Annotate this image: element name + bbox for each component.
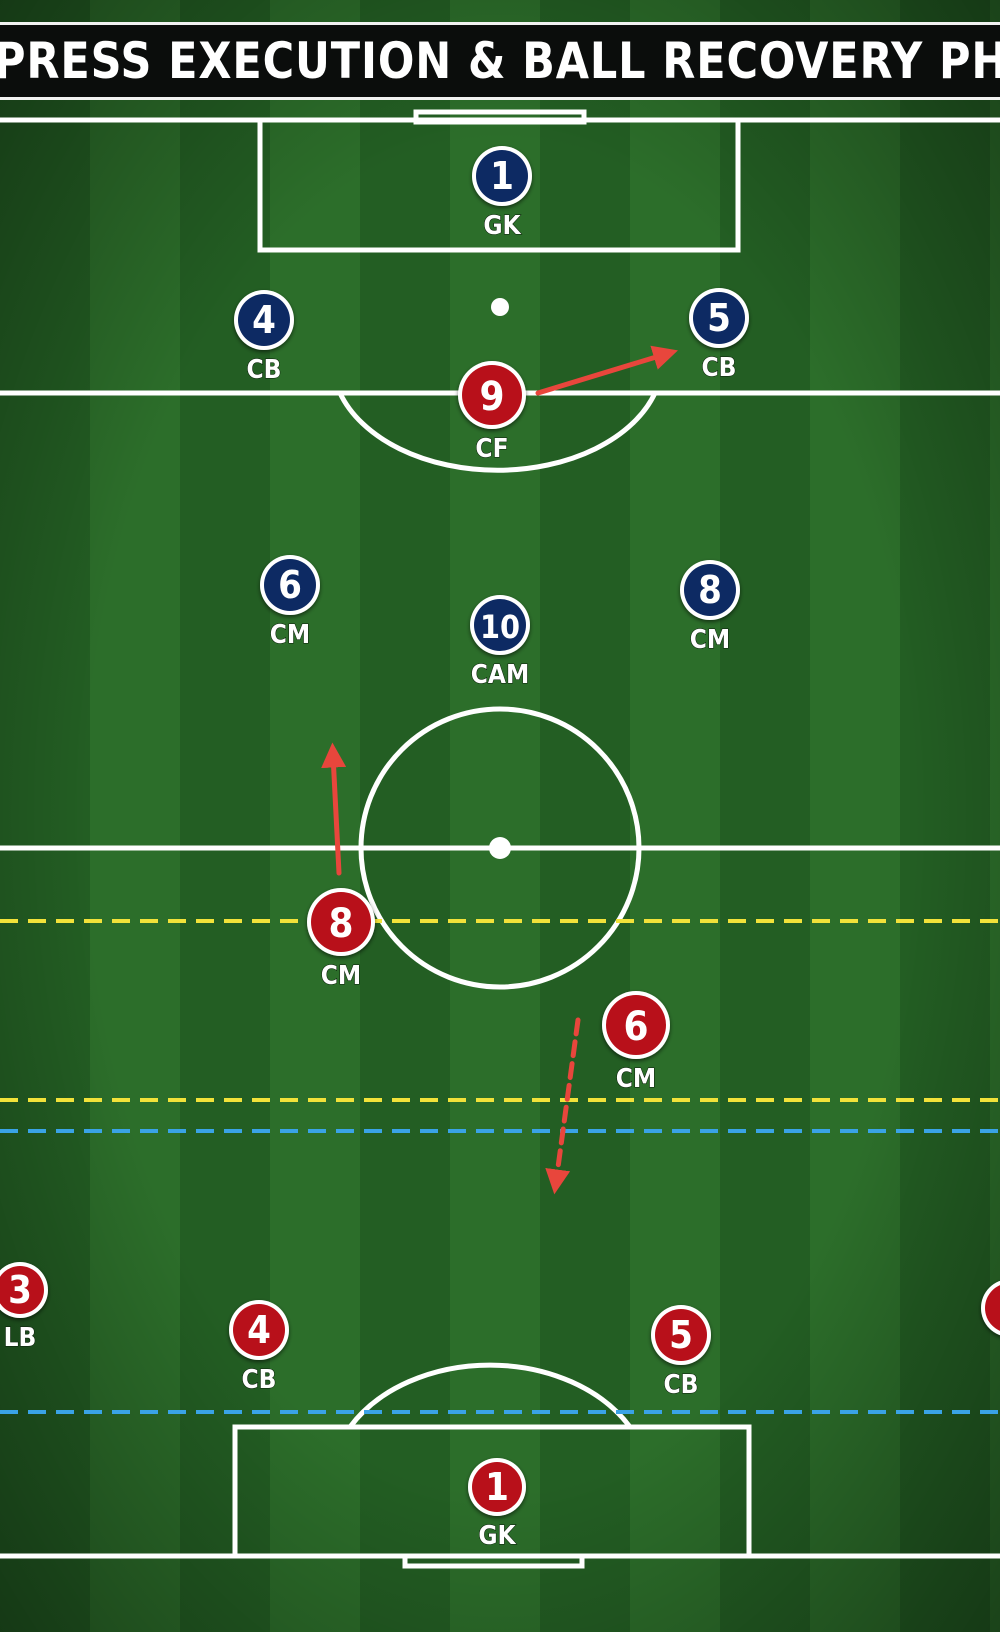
- top-arc: [337, 391, 658, 473]
- player-number: 8: [698, 568, 722, 612]
- player-opp-cm6: 6CM: [260, 555, 320, 651]
- player-number: 5: [707, 296, 731, 340]
- player-number: 4: [252, 298, 276, 342]
- player-team-gk1: 1GK: [468, 1458, 526, 1552]
- player-opp-cb5: 5CB: [689, 288, 749, 384]
- pitch-markings: [0, 109, 1000, 1569]
- player-token: [655, 1309, 707, 1361]
- player-number: 5: [669, 1313, 693, 1357]
- player-token: [0, 1266, 44, 1314]
- top-goal-mouth: [413, 109, 587, 125]
- top-penalty-spot: [491, 298, 509, 316]
- player-token: [693, 292, 745, 344]
- player-number: 10: [480, 608, 520, 646]
- center-circle: [358, 706, 642, 990]
- player-number: 4: [247, 1308, 271, 1352]
- player-role-label: GK: [478, 1521, 516, 1551]
- player-token: [264, 559, 316, 611]
- player-token: [684, 564, 736, 616]
- player-team-cm8: 8CM: [307, 888, 375, 992]
- cm8-press-arrow: [321, 742, 347, 876]
- player-role-label: CM: [690, 625, 730, 655]
- cm6-cover-arrow: [545, 1017, 581, 1195]
- player-token: [474, 599, 526, 651]
- center-spot: [489, 837, 511, 859]
- player-number: 9: [479, 374, 504, 420]
- player-opp-gk: 1GK: [472, 146, 532, 242]
- player-role-label: GK: [483, 211, 521, 241]
- player-team-cb4: 4CB: [229, 1300, 289, 1396]
- player-role-label: CB: [247, 355, 282, 385]
- cf-press-arrow: [535, 345, 678, 396]
- player-team-cb5: 5CB: [651, 1305, 711, 1401]
- player-team-rb-partial: [981, 1280, 1000, 1336]
- player-role-label: CM: [270, 620, 310, 650]
- player-team-cf9: 9CF: [458, 361, 526, 465]
- bottom-arc: [347, 1362, 633, 1429]
- player-opp-cb4: 4CB: [234, 290, 294, 386]
- player-role-label: LB: [4, 1323, 37, 1353]
- player-role-label: CF: [475, 434, 508, 464]
- player-number: 1: [485, 1465, 509, 1509]
- player-token: [233, 1304, 285, 1356]
- player-role-label: CM: [616, 1064, 656, 1094]
- player-token: [472, 1462, 522, 1512]
- title-text: PRESS EXECUTION & BALL RECOVERY PHASE -: [0, 32, 1000, 90]
- player-number: 1: [490, 154, 514, 198]
- player-role-label: CB: [664, 1370, 699, 1400]
- player-role-label: CB: [242, 1365, 277, 1395]
- player-role-label: CAM: [471, 660, 530, 690]
- player-number: 8: [328, 901, 353, 947]
- player-number: 3: [8, 1268, 32, 1312]
- player-token: [462, 365, 522, 425]
- player-token: [311, 892, 371, 952]
- player-token: [238, 294, 290, 346]
- player-number: 6: [278, 563, 302, 607]
- player-team-lb3: 3LB: [0, 1262, 48, 1354]
- title-banner: PRESS EXECUTION & BALL RECOVERY PHASE -: [0, 22, 1000, 100]
- player-token: [606, 995, 666, 1055]
- player-team-cm6: 6CM: [602, 991, 670, 1095]
- player-opp-cm8: 8CM: [680, 560, 740, 656]
- player-role-label: CB: [702, 353, 737, 383]
- movement-arrows: [321, 345, 678, 1195]
- player-token: [985, 1285, 1000, 1331]
- player-number: 6: [623, 1004, 648, 1050]
- player-token: [476, 150, 528, 202]
- player-role-label: CM: [321, 961, 361, 991]
